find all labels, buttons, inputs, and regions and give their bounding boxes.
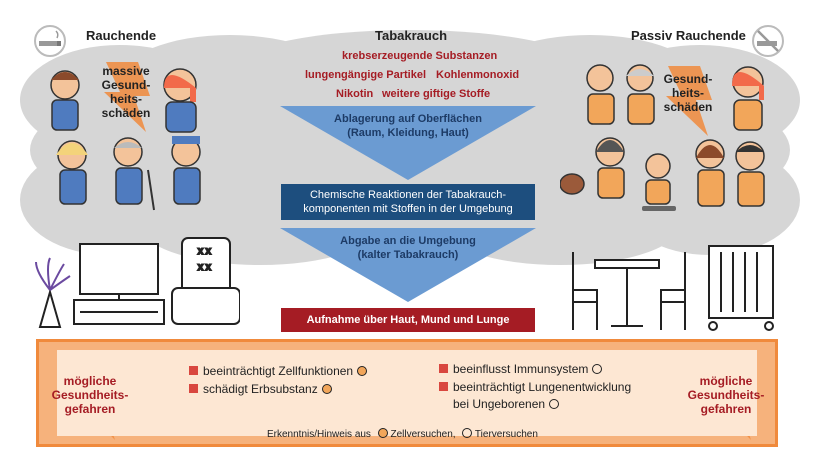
damage-bolt-right xyxy=(666,66,712,136)
person-passive-3 xyxy=(732,66,764,131)
tobacco-smoke-title: Tabakrauch xyxy=(375,28,448,43)
person-passive-1 xyxy=(586,64,615,125)
substance-other: weitere giftige Stoffe xyxy=(382,88,491,100)
person-smoker-1 xyxy=(50,70,80,131)
footnote: Erkenntnis/Hinweis aus Zellversuchen, Ti… xyxy=(267,428,538,440)
bullet-square xyxy=(189,366,198,375)
no-smoking-icon xyxy=(752,25,784,57)
deposit-text: Ablagerung auf Oberflächen(Raum, Kleidun… xyxy=(334,113,482,139)
chair-left-icon xyxy=(572,252,598,330)
uptake-box: Aufnahme über Haut, Mund und Lunge xyxy=(281,308,535,332)
furniture-right xyxy=(572,245,774,331)
risk-item-unborn: bei Ungeborenen xyxy=(453,397,560,411)
deposit-triangle xyxy=(280,106,536,180)
chair-right-icon xyxy=(660,252,686,330)
reaction-box: Chemische Reaktionen der Tabakrauch-komp… xyxy=(281,184,535,220)
person-passive-2 xyxy=(626,64,655,125)
tv-icon xyxy=(73,243,165,325)
risk-item-cell-function: beeinträchtigt Zellfunktionen xyxy=(189,364,368,378)
substance-carcinogens: krebserzeugende Substanzen xyxy=(342,50,498,62)
cell-study-marker xyxy=(321,384,332,394)
table-icon xyxy=(594,259,660,327)
person-passive-6 xyxy=(695,139,725,207)
animal-study-legend-marker xyxy=(462,428,473,438)
svg-text:x x: x x xyxy=(198,246,211,257)
passive-smokers-group xyxy=(560,64,765,211)
person-smoker-3 xyxy=(56,140,88,205)
person-passive-5 xyxy=(642,153,676,211)
substance-co: Kohlenmonoxid xyxy=(436,69,520,81)
smokers-group xyxy=(50,68,201,211)
person-smoker-4 xyxy=(113,137,155,211)
person-passive-7 xyxy=(735,141,765,207)
furniture-left: x x x x xyxy=(35,237,240,328)
smoking-icon xyxy=(34,25,66,57)
bullet-square xyxy=(439,382,448,391)
cell-study-marker xyxy=(357,366,368,376)
substance-particles: lungengängige Partikel xyxy=(305,69,427,81)
animal-study-marker xyxy=(592,364,603,374)
armchair-icon: x x x x xyxy=(171,237,240,325)
bullet-square xyxy=(189,384,198,393)
pet-dog xyxy=(560,173,585,195)
smokers-title: Rauchende xyxy=(86,28,157,43)
risk-item-dna: schädigt Erbsubstanz xyxy=(189,382,332,396)
health-damage-label: Gesund-heits-schäden xyxy=(663,72,713,114)
risk-item-lung: beeinträchtigt Lungenentwicklung xyxy=(439,380,631,394)
plant-icon xyxy=(35,257,71,328)
release-text: Abgabe an die Umgebung(kalter Tabakrauch… xyxy=(340,235,476,261)
damage-bolt-left xyxy=(104,62,150,132)
passive-smokers-title: Passiv Rauchende xyxy=(631,28,746,43)
person-smoker-2 xyxy=(163,68,197,133)
svg-text:x x: x x xyxy=(198,262,211,273)
cell-study-legend-marker xyxy=(377,428,388,438)
person-passive-4 xyxy=(595,137,625,199)
release-triangle xyxy=(280,228,536,302)
substance-nicotine: Nikotin xyxy=(336,88,374,100)
person-smoker-5 xyxy=(171,136,201,205)
risk-item-immune: beeinflusst Immunsystem xyxy=(439,362,603,376)
animal-study-marker xyxy=(549,399,560,409)
risks-inner xyxy=(57,350,757,436)
crib-icon xyxy=(708,245,774,331)
bullet-square xyxy=(439,364,448,373)
